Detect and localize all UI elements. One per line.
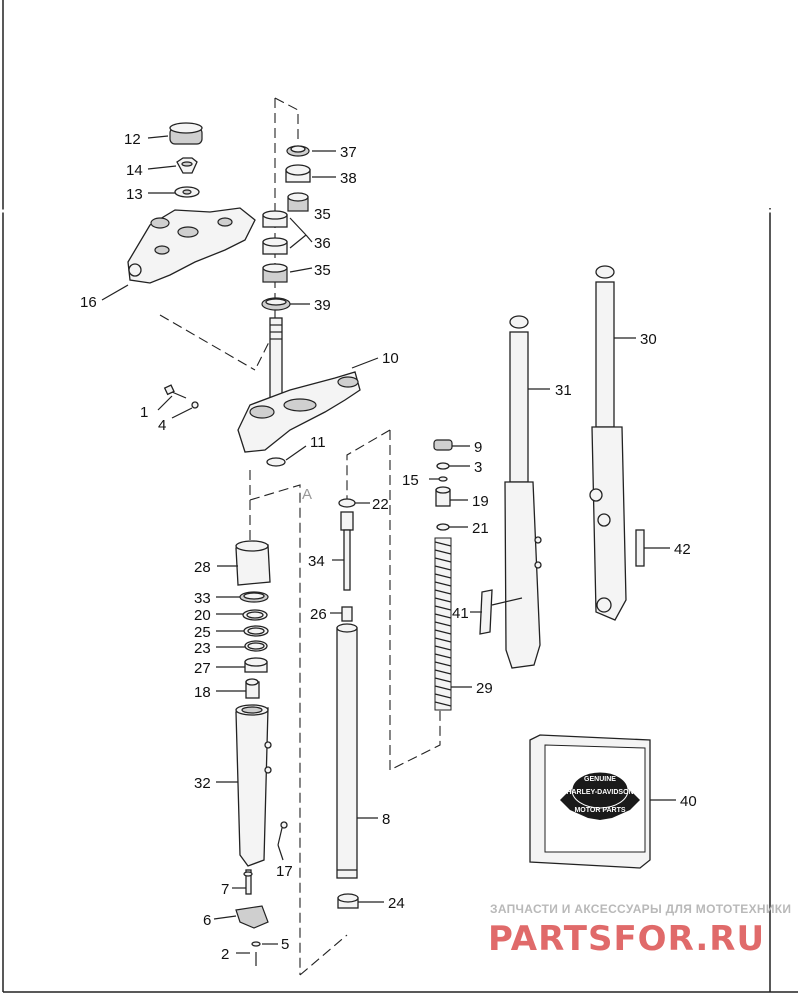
callout-28: 28 bbox=[194, 559, 211, 576]
callout-13: 13 bbox=[126, 186, 143, 203]
callout-31: 31 bbox=[555, 382, 572, 399]
callout-38: 38 bbox=[340, 170, 357, 187]
callout-2: 2 bbox=[221, 946, 229, 963]
callout-7: 7 bbox=[221, 881, 229, 898]
bearing-stack bbox=[261, 145, 311, 311]
callout-8: 8 bbox=[382, 811, 390, 828]
callout-9: 9 bbox=[474, 439, 482, 456]
callout-23: 23 bbox=[194, 640, 211, 657]
callout-16: 16 bbox=[80, 294, 97, 311]
callout-11: 11 bbox=[310, 434, 326, 451]
fork-tube-left bbox=[589, 265, 627, 621]
fork-cap-parts bbox=[433, 439, 453, 531]
callout-32: 32 bbox=[194, 775, 211, 792]
watermark-tagline: ЗАПЧАСТИ И АКСЕССУАРЫ ДЛЯ МОТОТЕХНИКИ bbox=[490, 902, 791, 916]
fork-spring bbox=[434, 537, 452, 711]
damper-assembly bbox=[336, 498, 359, 909]
callout-14: 14 bbox=[126, 162, 143, 179]
callout-39: 39 bbox=[314, 297, 331, 314]
callout-30: 30 bbox=[640, 331, 657, 348]
callout-41: 41 bbox=[452, 605, 469, 622]
callout-15: 15 bbox=[402, 472, 419, 489]
callout-6: 6 bbox=[203, 912, 211, 929]
callout-29: 29 bbox=[476, 680, 493, 697]
callout-22: 22 bbox=[372, 496, 389, 513]
callout-20: 20 bbox=[194, 607, 211, 624]
callout-19: 19 bbox=[472, 493, 489, 510]
callout-17: 17 bbox=[276, 863, 293, 880]
callout-labels: 12 14 13 16 37 38 35 36 35 39 10 1 4 11 … bbox=[80, 131, 697, 963]
top-cap bbox=[169, 122, 203, 145]
callout-36: 36 bbox=[314, 235, 331, 252]
badge-top-text: GENUINE bbox=[584, 776, 616, 783]
view-marker-a: A bbox=[302, 486, 312, 503]
callout-25: 25 bbox=[194, 624, 211, 641]
callout-40: 40 bbox=[680, 793, 697, 810]
callout-34: 34 bbox=[308, 553, 325, 570]
callout-10: 10 bbox=[382, 350, 399, 367]
callout-5: 5 bbox=[281, 936, 289, 953]
watermark: ЗАПЧАСТИ И АКСЕССУАРЫ ДЛЯ МОТОТЕХНИКИ PA… bbox=[488, 902, 791, 959]
lower-fork-bracket bbox=[237, 371, 361, 453]
watermark-brand: PARTSFOR.RU bbox=[488, 919, 765, 959]
callout-33: 33 bbox=[194, 590, 211, 607]
badge-bottom-text: MOTOR PARTS bbox=[574, 807, 625, 814]
callout-42: 42 bbox=[674, 541, 691, 558]
callout-12: 12 bbox=[124, 131, 141, 148]
callout-35-lower: 35 bbox=[314, 262, 331, 279]
callout-3: 3 bbox=[474, 459, 482, 476]
callout-27: 27 bbox=[194, 660, 211, 677]
nut bbox=[176, 157, 198, 174]
washer bbox=[174, 186, 200, 198]
genuine-parts-box: GENUINE HARLEY-DAVIDSON MOTOR PARTS bbox=[529, 734, 651, 869]
callout-24: 24 bbox=[388, 895, 405, 912]
callout-26: 26 bbox=[310, 606, 327, 623]
fork-tube-right bbox=[504, 315, 542, 669]
reflector-bracket bbox=[479, 589, 493, 635]
tube-cover-strip bbox=[635, 529, 645, 567]
badge-middle-text: HARLEY-DAVIDSON bbox=[566, 789, 633, 796]
callout-4: 4 bbox=[158, 417, 166, 434]
callout-35-upper: 35 bbox=[314, 206, 331, 223]
upper-fork-bracket bbox=[127, 207, 256, 284]
callout-21: 21 bbox=[472, 520, 489, 537]
callout-1: 1 bbox=[140, 404, 148, 421]
pinch-bolt bbox=[163, 384, 199, 409]
slider-components bbox=[235, 540, 271, 699]
drain-screw bbox=[235, 821, 288, 966]
retaining-ring bbox=[266, 457, 286, 467]
callout-18: 18 bbox=[194, 684, 211, 701]
callout-37: 37 bbox=[340, 144, 357, 161]
fork-slider bbox=[235, 704, 272, 867]
steering-stem bbox=[269, 317, 283, 404]
leader-lines bbox=[101, 135, 676, 954]
